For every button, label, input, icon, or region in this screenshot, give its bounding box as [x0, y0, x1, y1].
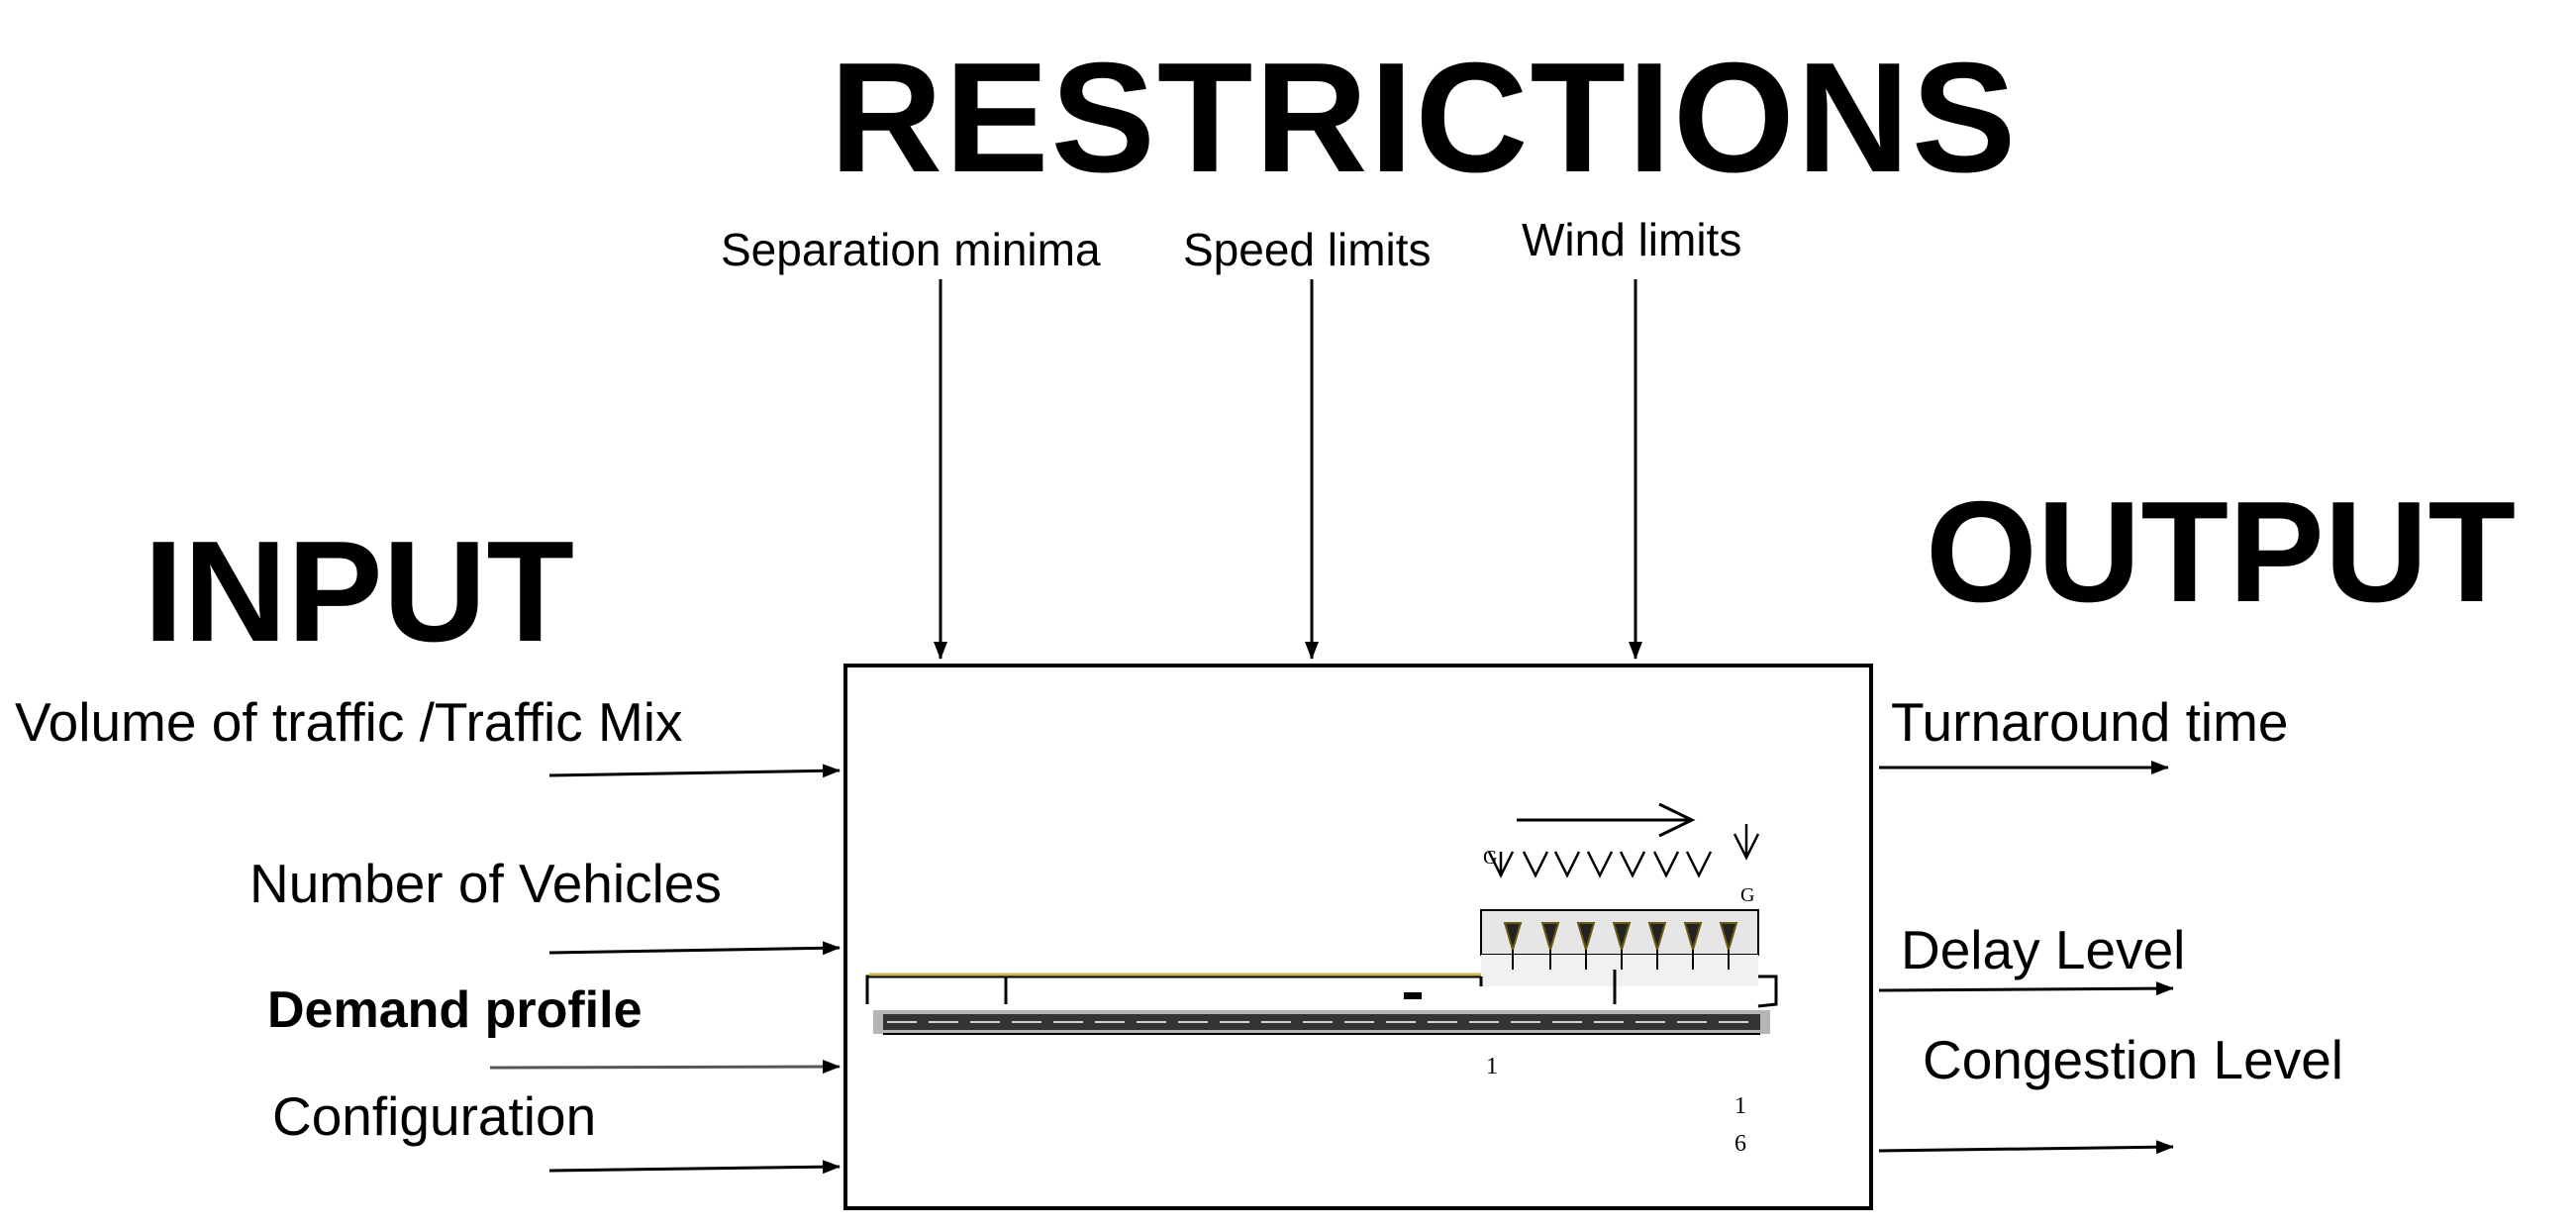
marker-16-top: 1: [1734, 1093, 1746, 1119]
congestion-arrow: [1878, 1140, 2174, 1155]
airport-layout-image: G G: [865, 802, 1778, 1157]
speed-limits-label: Speed limits: [1183, 224, 1432, 275]
restrictions-heading: RESTRICTIONS: [830, 31, 2019, 205]
demand-profile-label: Demand profile: [267, 981, 643, 1039]
configuration-label: Configuration: [272, 1085, 597, 1147]
holding-point: [1404, 992, 1422, 999]
congestion-level-label: Congestion Level: [1923, 1029, 2344, 1090]
turnaround-time-label: Turnaround time: [1891, 691, 2289, 753]
volume-arrow: [548, 764, 841, 778]
output-heading: OUTPUT: [1926, 471, 2517, 632]
marker-g-left: G: [1483, 847, 1497, 869]
demand-arrow: [489, 1060, 841, 1075]
configuration-arrow: [548, 1160, 841, 1175]
number-of-vehicles-label: Number of Vehicles: [249, 853, 722, 914]
delay-arrow: [1878, 981, 2174, 996]
input-heading: INPUT: [144, 511, 574, 671]
process-box: G G: [843, 664, 1873, 1210]
descending-aircraft-arrows: [1487, 824, 1760, 878]
stand-aircraft: [1503, 922, 1738, 954]
vehicles-arrow: [548, 941, 841, 956]
stand-stems: [1512, 950, 1730, 970]
wind-limits-label: Wind limits: [1522, 214, 1742, 265]
stand-area-lower: [1481, 955, 1758, 986]
delay-level-label: Delay Level: [1901, 919, 2186, 980]
traffic-flow-arrow: [1517, 802, 1696, 838]
marker-16-bottom: 6: [1734, 1131, 1746, 1157]
separation-minima-label: Separation minima: [721, 224, 1101, 275]
taxiway: [865, 975, 1778, 1008]
marker-1: 1: [1486, 1054, 1498, 1079]
marker-g-right: G: [1740, 884, 1754, 906]
volume-of-traffic-label: Volume of traffic /Traffic Mix: [15, 691, 683, 753]
